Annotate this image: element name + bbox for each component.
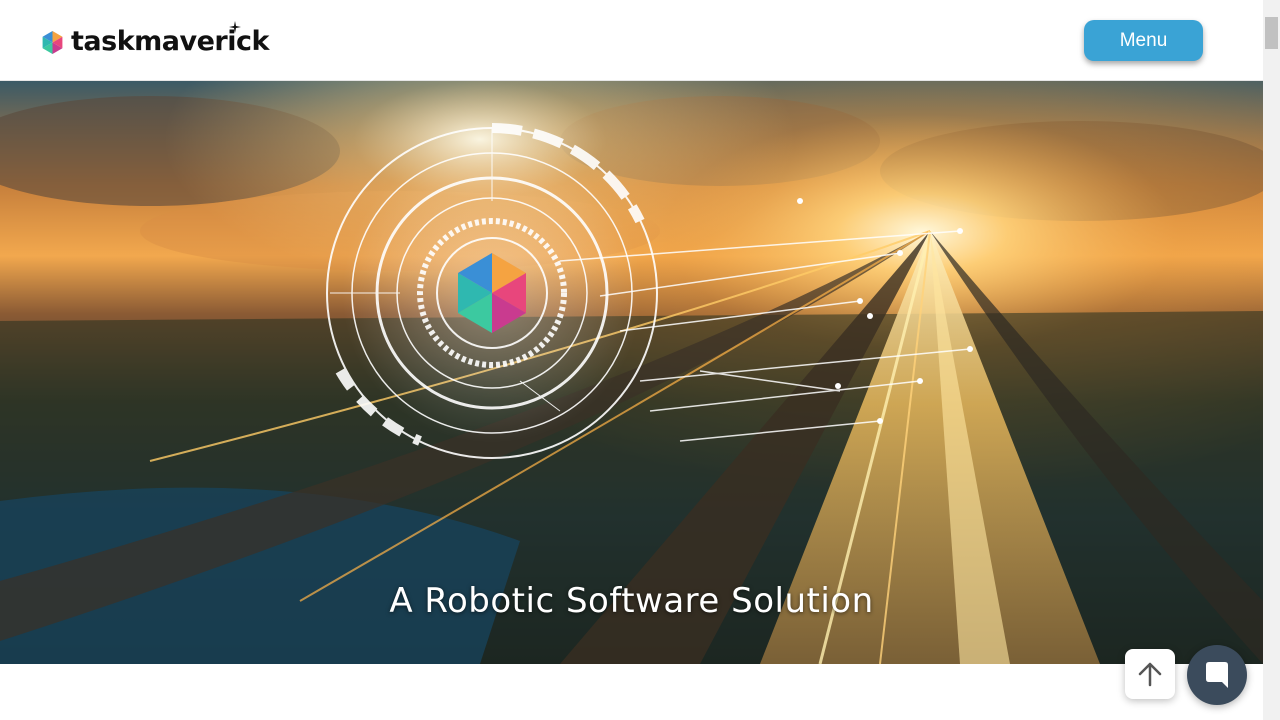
hero-background-image	[0, 81, 1263, 664]
logo-link[interactable]: taskmaverick	[40, 21, 269, 60]
scrollbar-thumb[interactable]	[1265, 17, 1278, 49]
logo-icon	[42, 30, 63, 54]
hero-title: A Robotic Software Solution	[389, 581, 874, 621]
menu-button[interactable]: Menu	[1084, 20, 1203, 61]
arrow-up-icon	[1138, 662, 1162, 687]
chat-bubble-icon	[1206, 662, 1228, 688]
chat-button[interactable]	[1187, 645, 1247, 705]
hero-banner: A Robotic Software Solution	[0, 81, 1263, 664]
logo-wordmark: taskmaverick	[71, 26, 269, 57]
site-header: taskmaverick Menu	[0, 0, 1263, 81]
sparkle-icon	[229, 21, 241, 33]
back-to-top-button[interactable]	[1125, 649, 1175, 699]
page-scrollbar[interactable]	[1263, 0, 1280, 720]
